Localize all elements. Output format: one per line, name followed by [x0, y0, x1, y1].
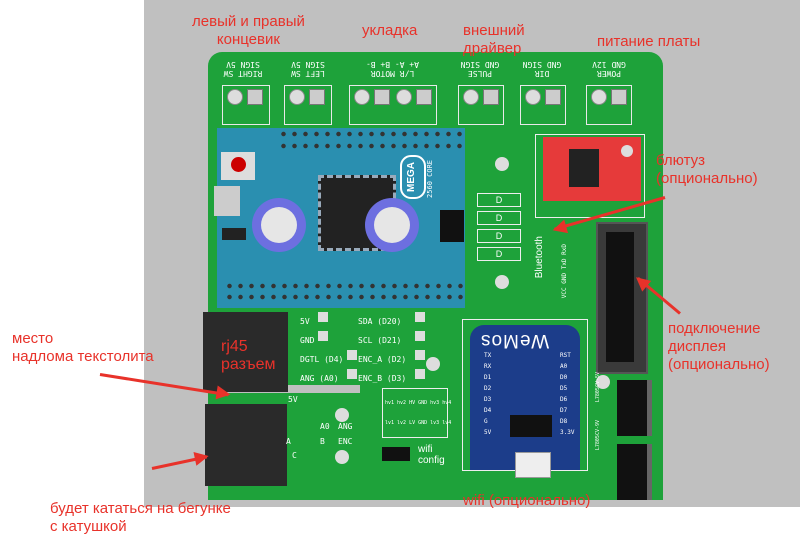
- note-wifi: wifi (опционально): [463, 492, 591, 509]
- pad: [347, 350, 357, 360]
- terminal-motor: [349, 85, 437, 125]
- pin-header: [224, 283, 464, 289]
- mounting-hole-icon: [596, 375, 610, 389]
- wifi-config-header: [382, 447, 410, 461]
- mega-sub-label: 2560 CORE: [426, 160, 434, 198]
- micro-usb-port-icon: [515, 452, 551, 478]
- jumper-d: D: [477, 211, 521, 225]
- mega-logo: MEGA: [400, 155, 426, 199]
- terminal-pulse: [458, 85, 504, 125]
- diode-icon: [222, 228, 246, 240]
- pad: [415, 369, 425, 379]
- note-laying: укладка: [362, 22, 418, 39]
- stepper-driver-module: [543, 137, 641, 201]
- pin-header: [278, 143, 464, 149]
- pad: [318, 312, 328, 322]
- reset-button-icon: [221, 152, 255, 180]
- note-bluetooth: блютуз(опционально): [656, 152, 758, 187]
- pad: [318, 331, 328, 341]
- rj45-connector-bottom: [205, 404, 287, 486]
- terminal-left-sw: [284, 85, 332, 125]
- note-board-power: питание платы: [597, 33, 701, 50]
- regulator-label: L7805CV-9V: [595, 420, 601, 451]
- regulator-label: L7805CV-5V: [595, 372, 601, 403]
- terminal-right-sw: [222, 85, 270, 125]
- bluetooth-pins-label: VCC GND TxD RxD: [561, 244, 568, 299]
- voltage-regulator: [617, 380, 652, 436]
- mounting-hole-icon: [335, 450, 349, 464]
- level-shifter: hv1 hv2 HV GND hv3 hv4 lv1 lv2 LV GND lv…: [382, 388, 451, 438]
- pin-header: [224, 294, 464, 300]
- pad: [415, 350, 425, 360]
- voltage-regulator: [617, 444, 652, 500]
- encoder-connector: 5V A0 ANG A B ENC C: [286, 395, 353, 460]
- pad: [415, 312, 425, 322]
- mounting-hole-icon: [495, 157, 509, 171]
- usb-port-icon: [214, 186, 240, 216]
- wemos-d1-mini: WeMos: [470, 325, 580, 470]
- capacitor-icon: [365, 198, 419, 252]
- display-idc-connector: [596, 222, 648, 374]
- rj45-connector-top: [203, 312, 288, 392]
- terminal-power: [586, 85, 632, 125]
- isp-header: [440, 210, 464, 242]
- jumper-d: D: [477, 247, 521, 261]
- pin-header: [278, 131, 464, 137]
- terminal-dir: [520, 85, 566, 125]
- pad: [347, 369, 357, 379]
- jumper-d: D: [477, 193, 521, 207]
- pad: [415, 331, 425, 341]
- mounting-hole-icon: [426, 357, 440, 371]
- bluetooth-label: Bluetooth: [534, 236, 545, 279]
- mounting-hole-icon: [495, 275, 509, 289]
- jumper-d: D: [477, 229, 521, 243]
- pin-labels-right: SDA (D20)SCL (D21)ENC_A (D2)ENC_B (D3): [358, 317, 407, 383]
- capacitor-icon: [252, 198, 306, 252]
- mounting-hole-icon: [335, 408, 349, 422]
